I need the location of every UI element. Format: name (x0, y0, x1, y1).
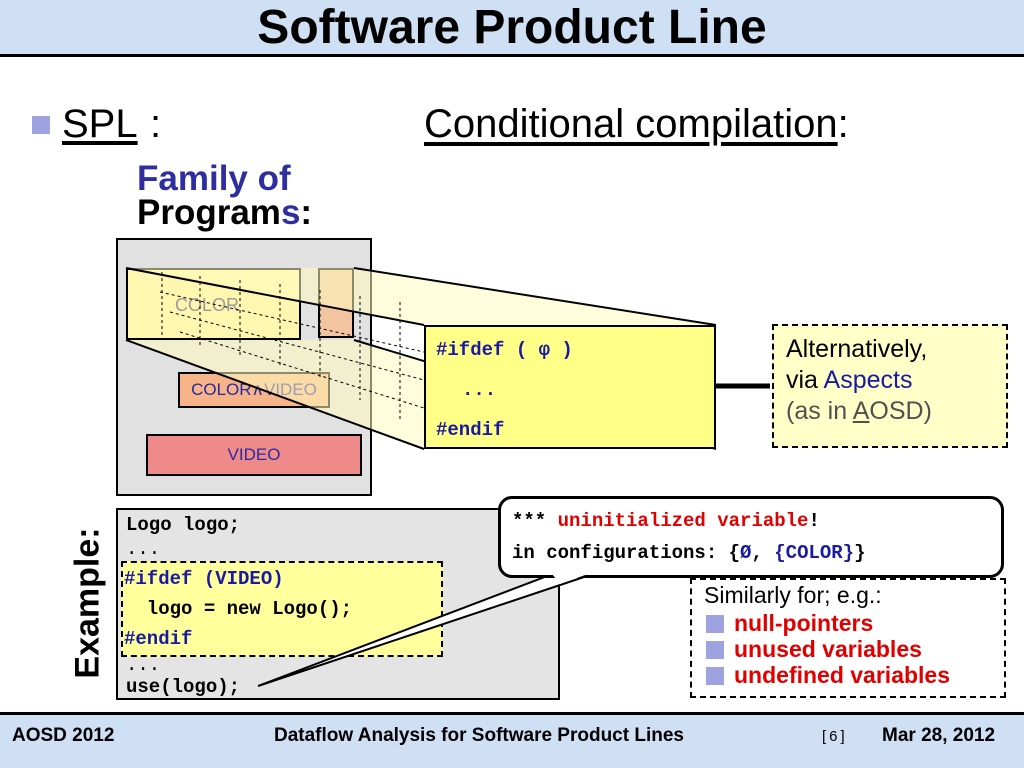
alt-line2: via Aspects (786, 365, 1006, 396)
code-line: #ifdef (VIDEO) (124, 568, 284, 590)
callout-comma: , (751, 542, 775, 564)
spl-colon: : (150, 102, 162, 146)
similarly-item: undefined variables (706, 662, 950, 688)
family-heading-line1: Family of (137, 159, 291, 198)
footer-date: Mar 28, 2012 (882, 725, 996, 746)
title-bar (0, 0, 1024, 57)
bullet-square-icon (706, 615, 724, 633)
callout-warning: uninitialized variable (557, 510, 809, 532)
bullet-square-icon (706, 667, 724, 685)
callout-color-set: {COLOR} (774, 542, 855, 564)
bullet-square-icon (32, 116, 50, 134)
slide-title: Software Product Line (257, 1, 767, 54)
callout-bang: ! (808, 510, 820, 532)
footer-bar (0, 712, 1024, 768)
conditional-compilation-heading: Conditional compilation: (424, 100, 849, 148)
ifdef-line: #ifdef ( φ ) (436, 339, 573, 361)
alt-osd: OSD) (869, 397, 932, 425)
callout-line2: in configurations: {Ø, {COLOR}} (512, 542, 866, 564)
callout-empty-set: Ø (740, 542, 752, 564)
similarly-title: Similarly for; e.g.: (704, 582, 882, 608)
alt-a-underlined: A (852, 397, 870, 425)
zoom-grid-lines (159, 272, 425, 420)
alt-line3: (as in AOSD) (786, 396, 1006, 427)
alt-as-in: (as in (786, 397, 853, 425)
callout-config-prefix: in configurations: { (512, 542, 741, 564)
footer-page-number: [6] (822, 728, 848, 745)
code-line: Logo logo; (126, 514, 241, 536)
callout-line1: *** uninitialized variable! (512, 510, 820, 532)
endif-line: #endif (436, 419, 505, 441)
callout-close: } (854, 542, 866, 564)
similarly-box (690, 578, 1006, 698)
family-heading-program: Program (137, 193, 281, 232)
similarly-item: null-pointers (706, 610, 873, 636)
similarly-item-text: unused variables (734, 636, 922, 662)
alt-aspects: Aspects (823, 366, 913, 394)
code-line: ... (126, 538, 161, 560)
bullet-square-icon (706, 641, 724, 659)
code-line: #endif (124, 628, 193, 650)
callout-stars: *** (512, 510, 558, 532)
similarly-item-text: undefined variables (734, 662, 951, 688)
variant-video-box: VIDEO (146, 434, 362, 476)
similarly-item: unused variables (706, 636, 922, 662)
family-heading-line2: Programs: (137, 194, 312, 232)
alt-via: via (786, 366, 824, 394)
conditional-compilation-colon: : (837, 102, 849, 146)
ifdef-ellipsis: ... (462, 379, 497, 401)
code-line: logo = new Logo(); (124, 598, 353, 620)
spl-heading: SPL (62, 102, 138, 146)
alternatively-box: Alternatively, via Aspects (as in AOSD) (772, 324, 1008, 448)
variant-color-label: COLOR (175, 295, 240, 315)
ifdef-zoom-box: #ifdef ( φ ) ... #endif (424, 325, 716, 449)
alt-line1: Alternatively, (786, 335, 928, 363)
family-heading-s: s (280, 193, 301, 232)
code-line: ... (126, 654, 161, 676)
conditional-compilation-text: Conditional compilation (424, 102, 838, 146)
code-line: use(logo); (126, 676, 241, 698)
similarly-item-text: null-pointers (734, 610, 874, 636)
footer-conference: AOSD 2012 (12, 725, 115, 746)
family-heading-colon: : (300, 193, 313, 232)
footer-talk-title: Dataflow Analysis for Software Product L… (274, 725, 684, 746)
warning-callout (498, 496, 1004, 578)
